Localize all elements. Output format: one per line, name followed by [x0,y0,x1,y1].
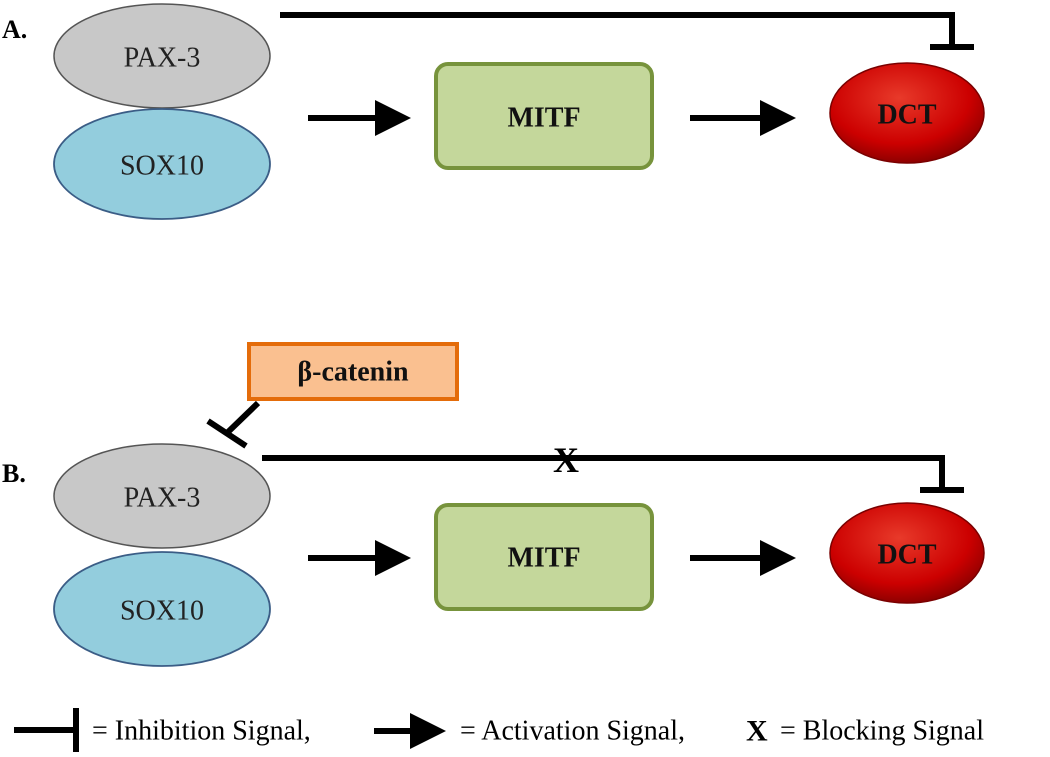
beta-catenin-inhibition [206,400,261,449]
legend-inhibition-symbol [14,708,79,752]
legend-blocking-symbol: X [746,715,768,748]
panel-b-dct-label: DCT [877,540,936,571]
panel-a-mitf-node: MITF [434,62,654,170]
panel-b: B. β-catenin X PAX-3 SOX10 MITF [2,342,985,667]
block-mark: X [553,440,579,480]
beta-catenin-node: β-catenin [247,342,459,401]
panel-b-inhibition-line [262,455,964,493]
legend-blocking-text: = Blocking Signal [780,716,984,747]
legend: = Inhibition Signal, = Activation Signal… [14,708,984,752]
beta-catenin-label: β-catenin [297,357,409,388]
panel-a-sox10-label: SOX10 [120,151,204,182]
panel-a-inhibition-line [280,12,974,50]
panel-b-pax3-label: PAX-3 [124,483,201,514]
panel-a-pax3-node: PAX-3 [53,3,271,109]
panel-b-label: B. [2,459,26,488]
panel-b-mitf-label: MITF [507,543,580,574]
panel-b-dct-node: DCT [829,502,985,604]
panel-a-label: A. [2,15,27,44]
panel-a-pax3-label: PAX-3 [124,43,201,74]
panel-a-mitf-label: MITF [507,103,580,134]
panel-b-mitf-node: MITF [434,503,654,611]
panel-b-pax3-node: PAX-3 [53,443,271,549]
legend-inhibition-text: = Inhibition Signal, [92,716,311,747]
panel-a-dct-node: DCT [829,62,985,164]
panel-a-dct-label: DCT [877,100,936,131]
panel-b-sox10-label: SOX10 [120,596,204,627]
panel-a-sox10-node: SOX10 [53,108,271,220]
panel-a: A. PAX-3 SOX10 MITF DCT [2,3,985,220]
panel-b-sox10-node: SOX10 [53,551,271,667]
legend-activation-text: = Activation Signal, [460,716,685,747]
